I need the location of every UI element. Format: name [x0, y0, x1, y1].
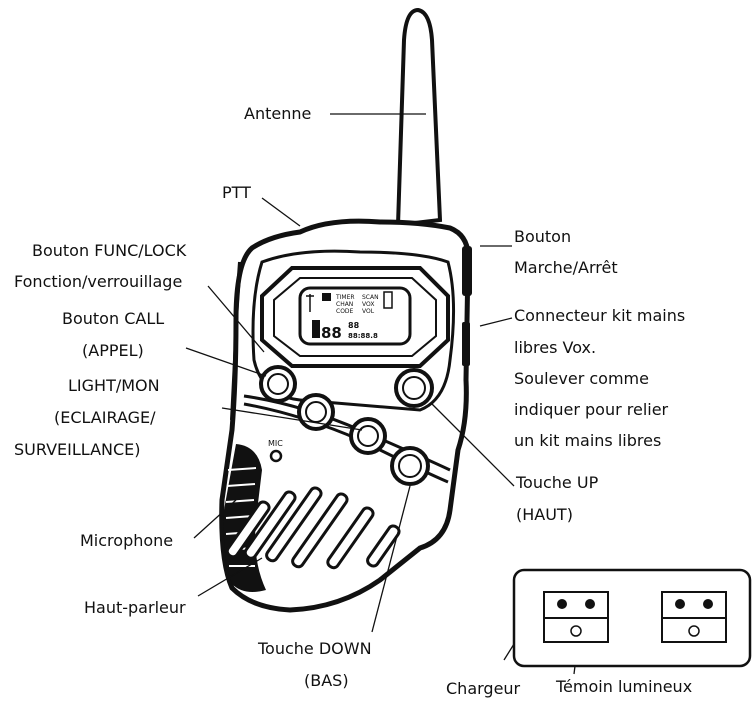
lcd-screen: [298, 286, 412, 346]
antenna: [395, 7, 443, 228]
label-func-lock-1: Bouton FUNC/LOCK: [32, 241, 187, 260]
up-button[interactable]: [394, 368, 434, 408]
label-up-2: (HAUT): [516, 505, 573, 524]
lcd-big-digits: 88: [321, 324, 342, 342]
label-vox-1: Connecteur kit mains: [514, 306, 685, 325]
label-light-mon-3: SURVEILLANCE): [14, 440, 141, 459]
func-lock-button[interactable]: [349, 417, 387, 455]
label-call-1: Bouton CALL: [62, 309, 164, 328]
led-indicator-right: [688, 625, 700, 637]
light-mon-button[interactable]: [297, 393, 335, 431]
power-button[interactable]: [462, 246, 472, 296]
label-vox-3: Soulever comme: [514, 369, 649, 388]
label-down-1: Touche DOWN: [257, 639, 372, 658]
lcd-small-digits: 88: [348, 321, 360, 330]
label-down-2: (BAS): [304, 671, 349, 690]
label-light-mon-1: LIGHT/MON: [68, 376, 160, 395]
face-plate: [251, 249, 456, 412]
lcd-scan: SCAN: [362, 294, 379, 301]
charging-slot-right: [661, 591, 727, 643]
label-light-mon-2: (ECLAIRAGE/: [54, 408, 156, 427]
charging-slot-left: [543, 591, 609, 643]
label-power-2: Marche/Arrêt: [514, 258, 618, 277]
label-vox-2: libres Vox.: [514, 338, 596, 357]
label-led: Témoin lumineux: [555, 677, 692, 696]
label-power-1: Bouton: [514, 227, 571, 246]
led-indicator-left: [570, 625, 582, 637]
label-vox-5: un kit mains libres: [514, 431, 661, 450]
speaker-grille: [225, 486, 401, 570]
lcd-vol: VOL: [362, 308, 375, 315]
label-speaker: Haut-parleur: [84, 598, 186, 617]
mic-label: MIC: [268, 439, 283, 448]
lcd-timer: TIMER: [335, 294, 355, 301]
label-vox-4: indiquer pour relier: [514, 400, 669, 419]
lcd-chan: CHAN: [336, 301, 353, 308]
lock-icon: [322, 293, 331, 301]
battery-icon: [383, 291, 393, 309]
signal-bars-icon: [312, 320, 320, 338]
call-button[interactable]: [259, 365, 297, 403]
label-microphone: Microphone: [80, 531, 173, 550]
lcd-code: CODE: [336, 308, 354, 315]
antenna-signal-icon: [306, 294, 314, 312]
label-charger: Chargeur: [446, 679, 521, 698]
display-bezel-inner: [273, 277, 437, 357]
label-antenna: Antenne: [244, 104, 311, 123]
label-ptt: PTT: [222, 183, 251, 202]
lcd-clock-digits: 88:88.8: [348, 332, 378, 340]
down-button[interactable]: [390, 446, 430, 486]
lcd-vox: VOX: [362, 301, 374, 308]
mic-hole: [269, 449, 283, 463]
label-up-1: Touche UP: [515, 473, 599, 492]
label-func-lock-2: Fonction/verrouillage: [14, 272, 182, 291]
label-call-2: (APPEL): [82, 341, 144, 360]
vox-connector[interactable]: [462, 322, 470, 366]
ptt-button[interactable]: [230, 261, 242, 421]
